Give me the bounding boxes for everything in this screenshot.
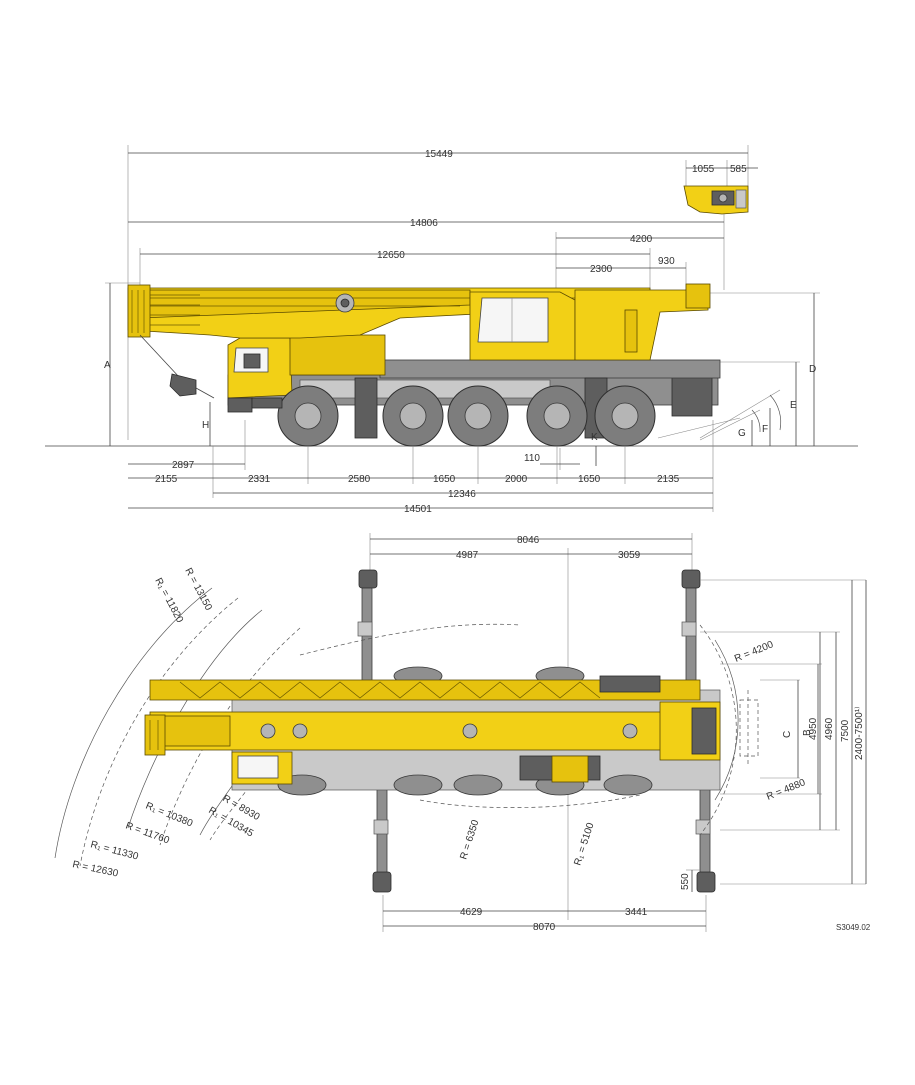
dim-110-label: 110 — [524, 453, 540, 464]
dim-14501-label: 14501 — [404, 504, 432, 515]
hook-block-detail — [683, 185, 749, 215]
radius-13150-label: R = 13150 — [182, 566, 214, 613]
dim-2155-label: 2155 — [155, 474, 178, 485]
dim-h-label: H — [202, 420, 209, 431]
outrigger-pad-fr — [681, 569, 701, 589]
radius-6350-label: R = 6350 — [458, 818, 481, 861]
boom-head — [127, 284, 151, 338]
radius-4880-label: R = 4880 — [765, 777, 807, 803]
drawing-number: S3049.02 — [836, 923, 871, 932]
outrigger-pad-rl — [372, 871, 392, 893]
dim-width-range-label: 2400-7500¹⁾ — [854, 706, 865, 760]
radius-11760-label: R = 11760 — [124, 820, 171, 846]
dim-14806-label: 14806 — [410, 218, 438, 229]
dim-12650-label: 12650 — [377, 250, 405, 261]
dim-a: A — [104, 282, 140, 446]
dim-c-label: C — [782, 731, 793, 738]
dim-b-label: B — [802, 729, 813, 736]
dim-f-label: F — [762, 424, 768, 435]
dim-585-label: 585 — [730, 164, 747, 175]
dim-hook-block: 1055 585 — [685, 160, 758, 190]
dim-2897-label: 2897 — [172, 460, 195, 471]
outrigger-pad-rr — [696, 871, 716, 893]
dim-2580-label: 2580 — [348, 474, 371, 485]
dim-2135-label: 2135 — [657, 474, 680, 485]
dim-g-label: G — [738, 428, 746, 439]
radius-11330-label: R₁ = 11330 — [89, 839, 140, 862]
hook-side — [169, 373, 197, 397]
dim-top-spans: 8046 4987 3059 — [369, 533, 693, 920]
dim-3441-label: 3441 — [625, 907, 648, 918]
crane-side-body — [127, 283, 721, 447]
dim-2300-label: 2300 — [590, 264, 613, 275]
dim-930-label: 930 — [658, 256, 675, 267]
side-view: 15449 1055 585 14806 4200 — [45, 145, 858, 515]
dim-e-label: E — [790, 400, 797, 411]
dim-4200-label: 4200 — [630, 234, 653, 245]
dim-4987-label: 4987 — [456, 550, 479, 561]
crane-top-body — [144, 666, 759, 796]
dim-12346-label: 12346 — [448, 489, 476, 500]
dim-4629-label: 4629 — [460, 907, 483, 918]
dim-2300-930: 2300 930 — [556, 256, 687, 290]
dim-d-label: D — [809, 364, 816, 375]
dim-boom-length: 14806 — [128, 214, 725, 290]
radius-11820-label: R₁ = 11820 — [152, 576, 185, 625]
dim-2331-label: 2331 — [248, 474, 271, 485]
dim-8046-label: 8046 — [517, 535, 540, 546]
dim-4950-label: 4950 — [808, 717, 819, 740]
outriggers — [357, 569, 716, 893]
dim-axle-chain: 2155 2331 2580 1650 2000 1650 2135 12346… — [128, 420, 714, 515]
dim-8070-label: 8070 — [533, 922, 556, 933]
radius-4200-label: R = 4200 — [733, 639, 775, 665]
radius-12630-label: R = 12630 — [71, 859, 119, 880]
dim-1650a-label: 1650 — [433, 474, 456, 485]
dim-7500-label: 7500 — [840, 719, 851, 742]
radius-10380-label: R₁ = 10380 — [144, 801, 195, 830]
main-boom-top — [149, 711, 711, 751]
dim-550-label: 550 — [680, 873, 691, 890]
dim-a-label: A — [104, 360, 111, 371]
dim-bottom-spans: 4629 3441 8070 — [382, 895, 707, 933]
dim-12650: 12650 — [139, 248, 651, 290]
dim-4200: 4200 — [555, 232, 724, 290]
top-view: 8046 4987 3059 — [54, 533, 867, 933]
dim-k-label: K — [591, 432, 598, 443]
markers-h-k: H K 110 — [202, 402, 598, 470]
radius-5100-label: R₁ = 5100 — [572, 821, 596, 867]
dim-3059-label: 3059 — [618, 550, 641, 561]
outrigger-pad-fl — [358, 569, 378, 589]
dim-2000-label: 2000 — [505, 474, 528, 485]
dim-right-widths: C B 4950 4960 7500 2400-7500¹⁾ 550 — [680, 579, 867, 892]
dim-4960-label: 4960 — [824, 717, 835, 740]
dim-1650b-label: 1650 — [578, 474, 601, 485]
dim-1055-label: 1055 — [692, 164, 715, 175]
dim-right-heights: D E F G — [657, 292, 820, 446]
dim-2897: 2897 — [128, 420, 246, 471]
dim-15449-label: 15449 — [425, 149, 453, 160]
